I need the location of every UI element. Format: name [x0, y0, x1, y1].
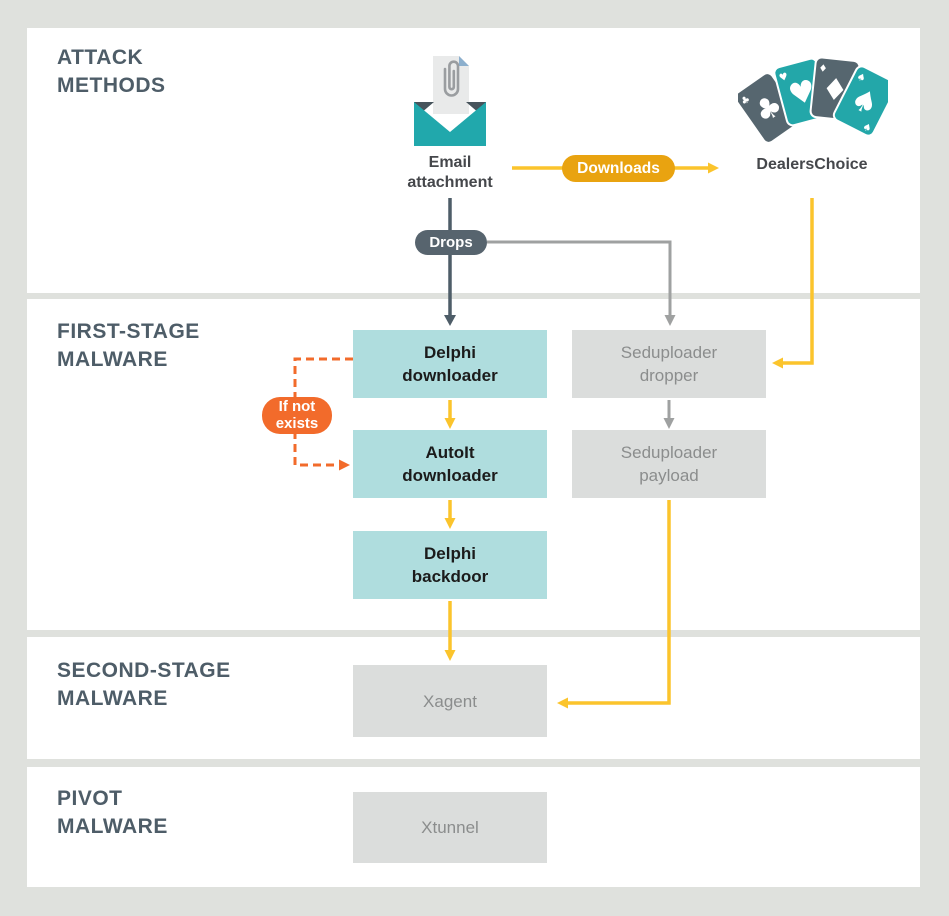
- card-spade: ♠ ♠ ♠: [832, 65, 888, 137]
- second-stage-title: SECOND-STAGE MALWARE: [57, 659, 231, 710]
- attack-methods-title: ATTACK METHODS: [57, 46, 166, 97]
- if-not-exists-pill: If not exists: [262, 397, 332, 434]
- node-seduploader-dropper: Seduploader dropper: [572, 330, 766, 398]
- svg-text:♥: ♥: [778, 71, 790, 84]
- svg-text:♠: ♠: [860, 121, 873, 135]
- paper-fold-corner: [459, 56, 469, 66]
- drops-pill: Drops: [415, 230, 487, 255]
- paperclip-icon: [443, 60, 460, 97]
- node-xagent: Xagent: [353, 665, 547, 737]
- email-attachment-label: Email attachment: [407, 154, 493, 191]
- node-autoit-downloader: AutoIt downloader: [353, 430, 547, 498]
- envelope-front: [414, 102, 486, 146]
- node-delphi-downloader: Delphi downloader: [353, 330, 547, 398]
- downloads-pill: Downloads: [562, 155, 675, 182]
- node-seduploader-payload: Seduploader payload: [572, 430, 766, 498]
- node-xtunnel: Xtunnel: [353, 792, 547, 863]
- dealers-choice-label: DealersChoice: [756, 156, 868, 173]
- node-delphi-backdoor: Delphi backdoor: [353, 531, 547, 599]
- paper-sheet: [433, 56, 469, 114]
- pivot-title: PIVOT MALWARE: [57, 787, 168, 838]
- svg-text:♦: ♦: [818, 63, 828, 75]
- dealers-choice-cards-icon: ♣ ♣ ♣ ♥ ♥ ♥ ♦ ♦ ♦ ♠ ♠ ♠: [738, 56, 888, 144]
- svg-text:♠: ♠: [854, 71, 867, 85]
- first-stage-title: FIRST-STAGE MALWARE: [57, 320, 200, 371]
- email-attachment-icon: [414, 56, 486, 146]
